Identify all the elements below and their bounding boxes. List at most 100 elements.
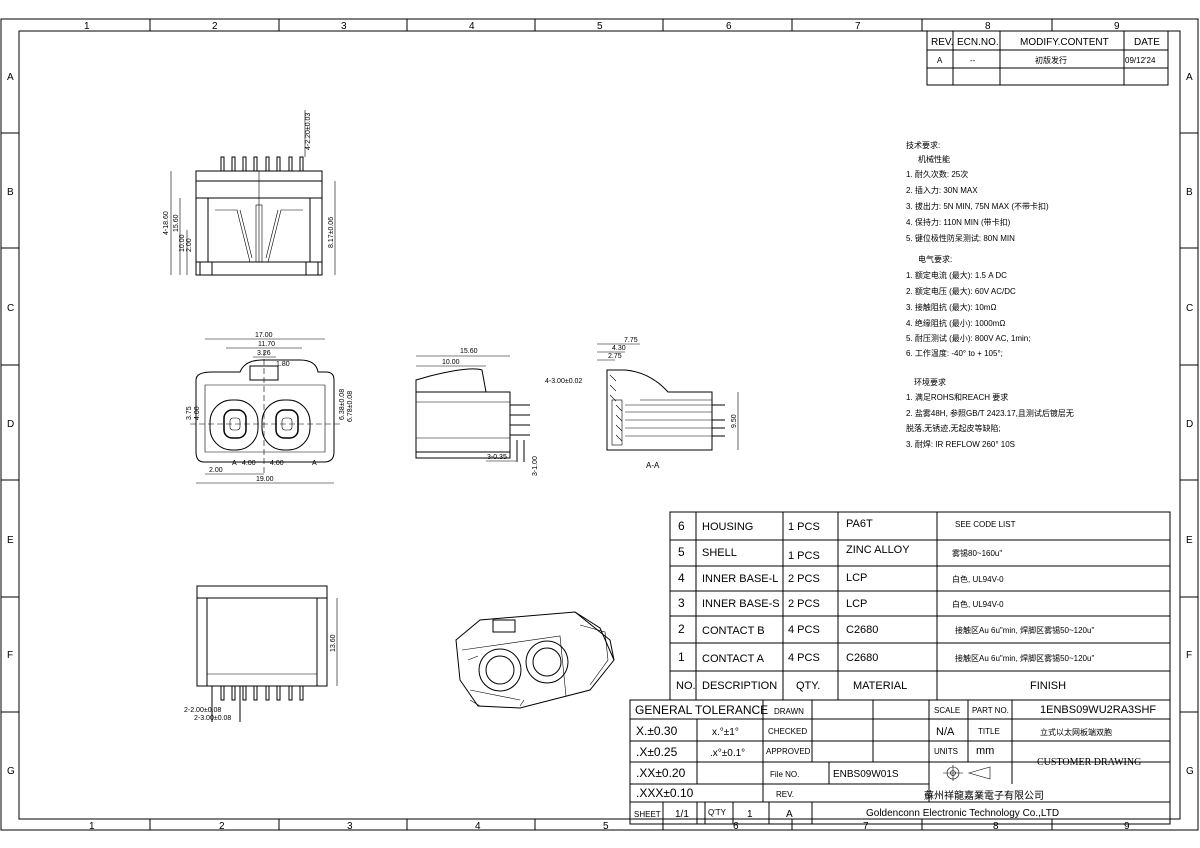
dim-label: 10.00 [179, 234, 186, 252]
row-label: D [7, 419, 14, 430]
row-label: G [1186, 766, 1194, 777]
col-label: 7 [863, 821, 869, 832]
general-tolerance-label: GENERAL TOLERANCE [635, 703, 768, 717]
ecn-header: ECN.NO. [957, 37, 999, 48]
row-label: F [7, 650, 13, 661]
col-label: 5 [597, 21, 603, 32]
dim-label: 4-2.20±0.03 [305, 113, 312, 150]
section-mark: A [232, 460, 237, 467]
dim-label: 19.00 [256, 476, 274, 483]
col-label: 4 [475, 821, 481, 832]
bom-material: C2680 [846, 652, 878, 664]
col-label: 8 [985, 21, 991, 32]
col-label: 5 [603, 821, 609, 832]
bom-header-finish: FINISH [1030, 680, 1066, 692]
projection-symbol-icon [943, 765, 991, 781]
section-mark: A [312, 460, 317, 467]
bom-qty: 1 PCS [788, 550, 820, 562]
bom-header-desc: DESCRIPTION [702, 680, 777, 692]
bom-finish: 白色, UL94V-0 [952, 574, 1004, 584]
col-label: 6 [733, 821, 739, 832]
front-view: 17.00 11.70 3.26 1.80 6.38±0.08 6.78±0.0… [186, 332, 354, 484]
col-label: 1 [84, 21, 90, 32]
isometric-view [455, 611, 615, 709]
dim-label: 6.38±0.08 [339, 389, 346, 420]
grid-column-ticks [1, 19, 1198, 830]
bom-material: LCP [846, 598, 867, 610]
col-label: 2 [219, 821, 225, 832]
bom-header-material: MATERIAL [853, 680, 907, 692]
dim-label: 8.17±0.06 [328, 217, 335, 248]
file-no: ENBS09W01S [833, 769, 899, 780]
title-label: TITLE [978, 727, 1000, 736]
row-label: G [7, 766, 15, 777]
ang-tol: x.°±1° [712, 727, 739, 738]
bom-table: 6 HOUSING 1 PCS PA6T SEE CODE LIST 5 SHE… [669, 511, 1171, 701]
bom-material: C2680 [846, 624, 878, 636]
col-label: 9 [1124, 821, 1130, 832]
col-label: 9 [1114, 21, 1120, 32]
modify-value: 初版发行 [1035, 55, 1067, 65]
file-no-label: File NO. [770, 770, 799, 779]
section-view: 7.75 4.30 2.75 9.50 A-A [597, 337, 739, 470]
dim-label: 2-2.00±0.08 [184, 707, 221, 714]
dim-label: 6.78±0.08 [347, 391, 354, 422]
technical-notes: 技术要求: 机械性能 1. 耐久次数: 25次 2. 插入力: 30N MAX … [906, 140, 1074, 449]
bom-finish: 白色, UL94V-0 [952, 599, 1004, 609]
top-view: 4-2.20±0.03 4-18.60 15.60 10.00 2.00 8.1… [163, 110, 336, 276]
qty-label: Q'TY [708, 808, 727, 817]
bom-finish: 雾锡80~160u" [952, 549, 1002, 558]
row-label: B [7, 187, 14, 198]
bom-finish: SEE CODE LIST [955, 520, 1016, 529]
bom-desc: INNER BASE-S [702, 598, 780, 610]
col-label: 8 [993, 821, 999, 832]
tol-xx: .X±0.25 [636, 745, 678, 759]
row-label: C [1186, 303, 1193, 314]
bom-no: 6 [678, 519, 685, 533]
col-label: 6 [726, 21, 732, 32]
env-title: 环境要求 [914, 377, 946, 387]
row-label: A [7, 72, 14, 83]
col-label: 3 [347, 821, 353, 832]
mech-title: 机械性能 [918, 154, 950, 164]
checked-label: CHECKED [768, 727, 807, 736]
note-line: 6. 工作温度: -40° to + 105°; [906, 348, 1003, 358]
note-line: 5. 键位极性防呆测试: 80N MIN [906, 233, 1015, 243]
dim-label: 7.75 [624, 337, 638, 344]
sheet-value: 1/1 [675, 809, 689, 820]
bom-material: LCP [846, 572, 867, 584]
bom-no: 3 [678, 596, 685, 610]
note-line: 3. 拔出力: 5N MIN, 75N MAX (不带卡扣) [906, 201, 1049, 211]
col-label: 7 [855, 21, 861, 32]
rev-value: A [937, 56, 943, 65]
bom-desc: SHELL [702, 547, 737, 559]
note-line: 3. 接触阻抗 (最大): 10mΩ [906, 302, 996, 312]
revision-table: REV. ECN.NO. MODIFY.CONTENT DATE A -- 初版… [926, 30, 1169, 86]
bom-qty: 2 PCS [788, 598, 820, 610]
col-label: 2 [212, 21, 218, 32]
outer-border [0, 18, 1199, 831]
dim-label: 4-18.60 [163, 211, 170, 235]
bom-no: 2 [678, 622, 685, 636]
note-line: 1. 额定电流 (最大): 1.5 A DC [906, 270, 1007, 280]
rev-header: REV. [931, 37, 953, 48]
note-line: 3. 耐焊: IR REFLOW 260° 10S [906, 439, 1015, 449]
part-no-label: PART NO. [972, 706, 1009, 715]
bom-material: PA6T [846, 518, 873, 530]
bom-header-no: NO. [676, 680, 696, 692]
dim-label: 15.60 [460, 348, 478, 355]
bom-finish: 接触区Au 6u"min, 焊脚区雾锡50~120u" [955, 625, 1094, 635]
units-label: UNITS [934, 747, 958, 756]
row-label: E [1186, 535, 1193, 546]
note-line: 2. 插入力: 30N MAX [906, 185, 978, 195]
rev-value: A [786, 809, 793, 820]
notes-title: 技术要求: [906, 140, 940, 150]
ecn-value: -- [970, 56, 976, 65]
approved-label: APPROVED [766, 747, 811, 756]
bom-desc: HOUSING [702, 521, 753, 533]
bom-qty: 2 PCS [788, 573, 820, 585]
date-value: 09/12'24 [1125, 56, 1156, 65]
dim-label: 1.80 [276, 361, 290, 368]
bom-desc: CONTACT B [702, 625, 765, 637]
